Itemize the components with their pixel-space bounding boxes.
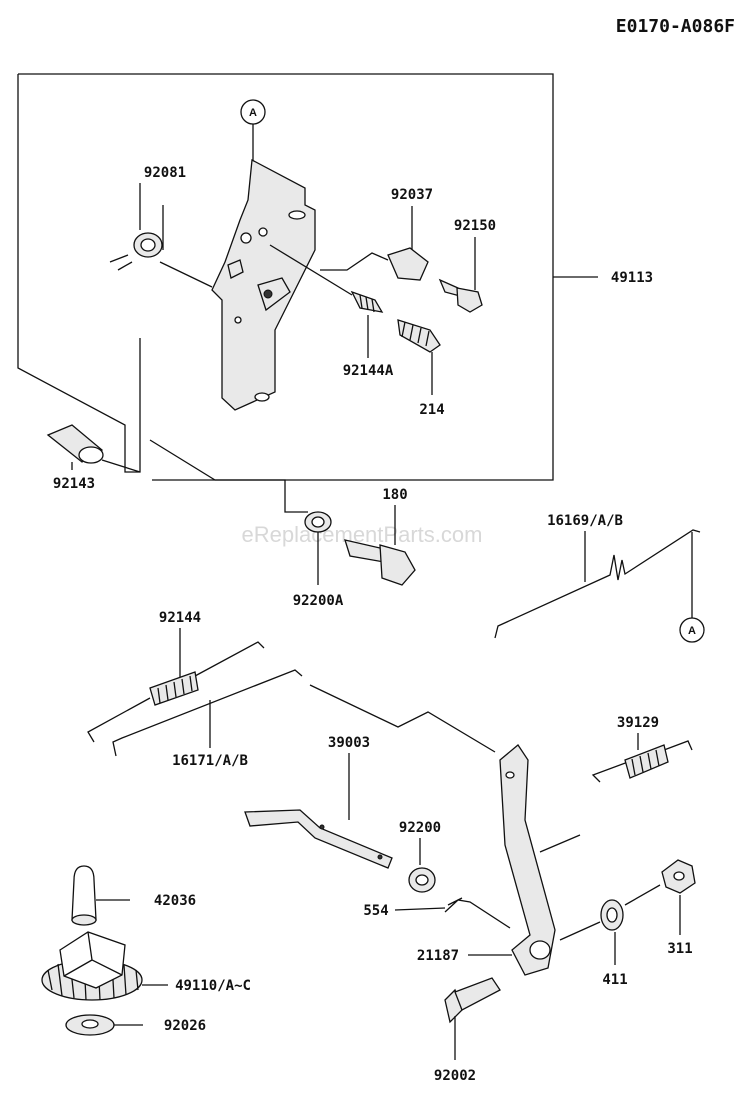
- part-39129[interactable]: 39129: [539, 715, 693, 853]
- label-411: 411: [602, 972, 627, 988]
- part-92144[interactable]: 92144: [87, 610, 265, 743]
- part-180[interactable]: 180: [344, 487, 416, 586]
- callout-a-bottom[interactable]: A: [679, 532, 705, 643]
- label-39129: 39129: [617, 715, 659, 731]
- part-49113[interactable]: 49113: [553, 270, 653, 286]
- label-92081: 92081: [144, 165, 186, 181]
- label-92026: 92026: [164, 1018, 206, 1034]
- svg-text:A: A: [688, 625, 696, 637]
- label-311: 311: [667, 941, 692, 957]
- part-92002[interactable]: 92002: [434, 977, 501, 1084]
- label-92144A: 92144A: [343, 363, 394, 379]
- diagram-code: E0170-A086F: [616, 16, 735, 37]
- label-554: 554: [363, 903, 388, 919]
- label-49113: 49113: [611, 270, 653, 286]
- part-21187[interactable]: 21187: [417, 744, 556, 976]
- label-92200: 92200: [399, 820, 441, 836]
- part-554[interactable]: 554: [363, 897, 511, 929]
- part-92081[interactable]: 92081: [109, 165, 213, 288]
- svg-text:A: A: [249, 107, 257, 119]
- part-92150[interactable]: 92150: [438, 218, 496, 313]
- part-39003[interactable]: 39003: [244, 735, 393, 869]
- part-311[interactable]: 311: [661, 859, 696, 957]
- part-16169[interactable]: 16169/A/B: [494, 513, 701, 639]
- label-21187: 21187: [417, 948, 459, 964]
- label-16169: 16169/A/B: [547, 513, 623, 529]
- part-214[interactable]: 214: [397, 319, 445, 418]
- part-16171[interactable]: 16171/A/B: [112, 669, 496, 769]
- label-92143: 92143: [53, 476, 95, 492]
- part-92200[interactable]: 92200: [399, 820, 441, 893]
- label-92002: 92002: [434, 1068, 476, 1084]
- part-92144A[interactable]: 92144A: [269, 244, 394, 379]
- part-92026[interactable]: 92026: [65, 1014, 206, 1036]
- part-92200A[interactable]: 92200A: [293, 511, 344, 609]
- label-92150: 92150: [454, 218, 496, 234]
- watermark: eReplacementParts.com: [242, 522, 483, 547]
- label-16171: 16171/A/B: [172, 753, 248, 769]
- label-180: 180: [382, 487, 407, 503]
- part-42036[interactable]: 42036: [71, 865, 196, 926]
- label-92144: 92144: [159, 610, 201, 626]
- part-411[interactable]: 411: [559, 884, 661, 988]
- label-42036: 42036: [154, 893, 196, 909]
- part-49110[interactable]: 49110/A~C: [41, 931, 251, 1001]
- label-214: 214: [419, 402, 444, 418]
- part-92037[interactable]: 92037: [320, 187, 433, 281]
- label-39003: 39003: [328, 735, 370, 751]
- label-92037: 92037: [391, 187, 433, 203]
- part-92143[interactable]: 92143: [46, 424, 308, 513]
- governor-plate: [211, 158, 316, 411]
- label-49110: 49110/A~C: [175, 978, 251, 994]
- label-92200A: 92200A: [293, 593, 344, 609]
